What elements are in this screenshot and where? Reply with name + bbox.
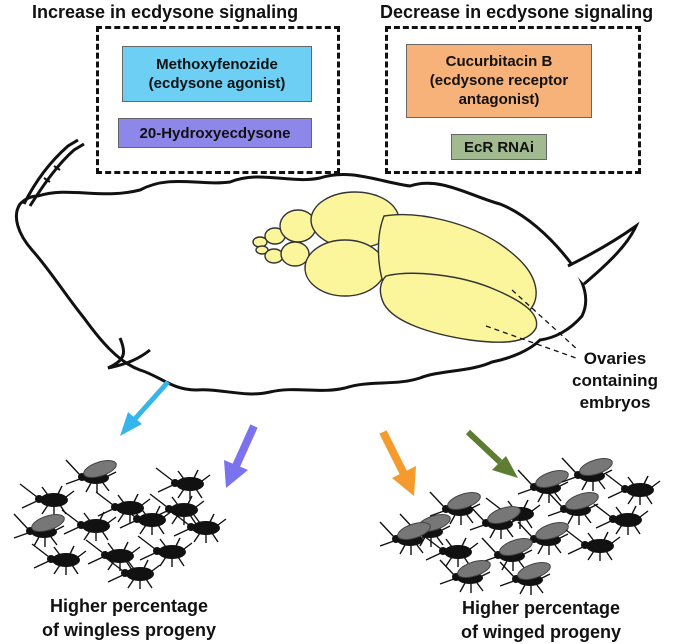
methoxyfenozide-label: Methoxyfenozide <box>156 56 278 73</box>
cucurbitacin-sublabel-1: (ecdysone receptor <box>429 72 569 89</box>
winged-caption-line2: of winged progeny <box>461 622 621 642</box>
wingless-caption-line2: of wingless progeny <box>41 620 217 640</box>
increase-treatment-box <box>96 26 340 174</box>
hydroxyecdysone-label: 20-Hydroxyecdysone <box>139 125 291 142</box>
wingless-outcome-caption: Higher percentage of wingless progeny <box>14 594 244 642</box>
methoxyfenozide-chip: Methoxyfenozide (ecdysone agonist) <box>122 46 312 102</box>
winged-caption-line1: Higher percentage <box>461 598 621 618</box>
header-decrease: Decrease in ecdysone signaling <box>380 2 654 22</box>
winged-outcome-caption: Higher percentage of winged progeny <box>426 596 656 644</box>
header-increase: Increase in ecdysone signaling <box>32 2 299 22</box>
aphid-leg <box>107 337 151 370</box>
wingless-caption-line1: Higher percentage <box>49 596 209 616</box>
arrow-cucurbitacin <box>379 430 416 496</box>
arrow-hydroxyecdysone <box>224 424 258 488</box>
ovary-label-line2: containing <box>572 371 658 390</box>
ecr-rnai-label: EcR RNAi <box>463 139 534 156</box>
ovaries <box>252 191 538 343</box>
cucurbitacin-chip: Cucurbitacin B (ecdysone receptor antago… <box>406 44 592 118</box>
ovary-label-line1: Ovaries <box>583 349 647 368</box>
ovary-label-line3: embryos <box>579 393 651 412</box>
ovary-pointer-lines <box>485 289 579 359</box>
hydroxyecdysone-chip: 20-Hydroxyecdysone <box>118 118 312 148</box>
ovary-label: Ovaries containing embryos <box>560 348 670 414</box>
decrease-treatment-box <box>385 26 641 174</box>
arrow-methoxyfenozide <box>120 380 170 436</box>
ecr-rnai-chip: EcR RNAi <box>451 134 547 160</box>
arrow-ecr-rnai <box>465 429 518 478</box>
cucurbitacin-label: Cucurbitacin B <box>445 53 553 70</box>
aphid-antenna <box>22 138 85 207</box>
winged-progeny-cluster <box>379 454 661 596</box>
wingless-progeny-cluster <box>13 456 227 590</box>
aphid-siphunculus <box>567 221 640 286</box>
cucurbitacin-sublabel-2: antagonist) <box>458 91 540 108</box>
antenna-segment-marks <box>43 165 61 183</box>
methoxyfenozide-sublabel: (ecdysone agonist) <box>148 75 286 92</box>
